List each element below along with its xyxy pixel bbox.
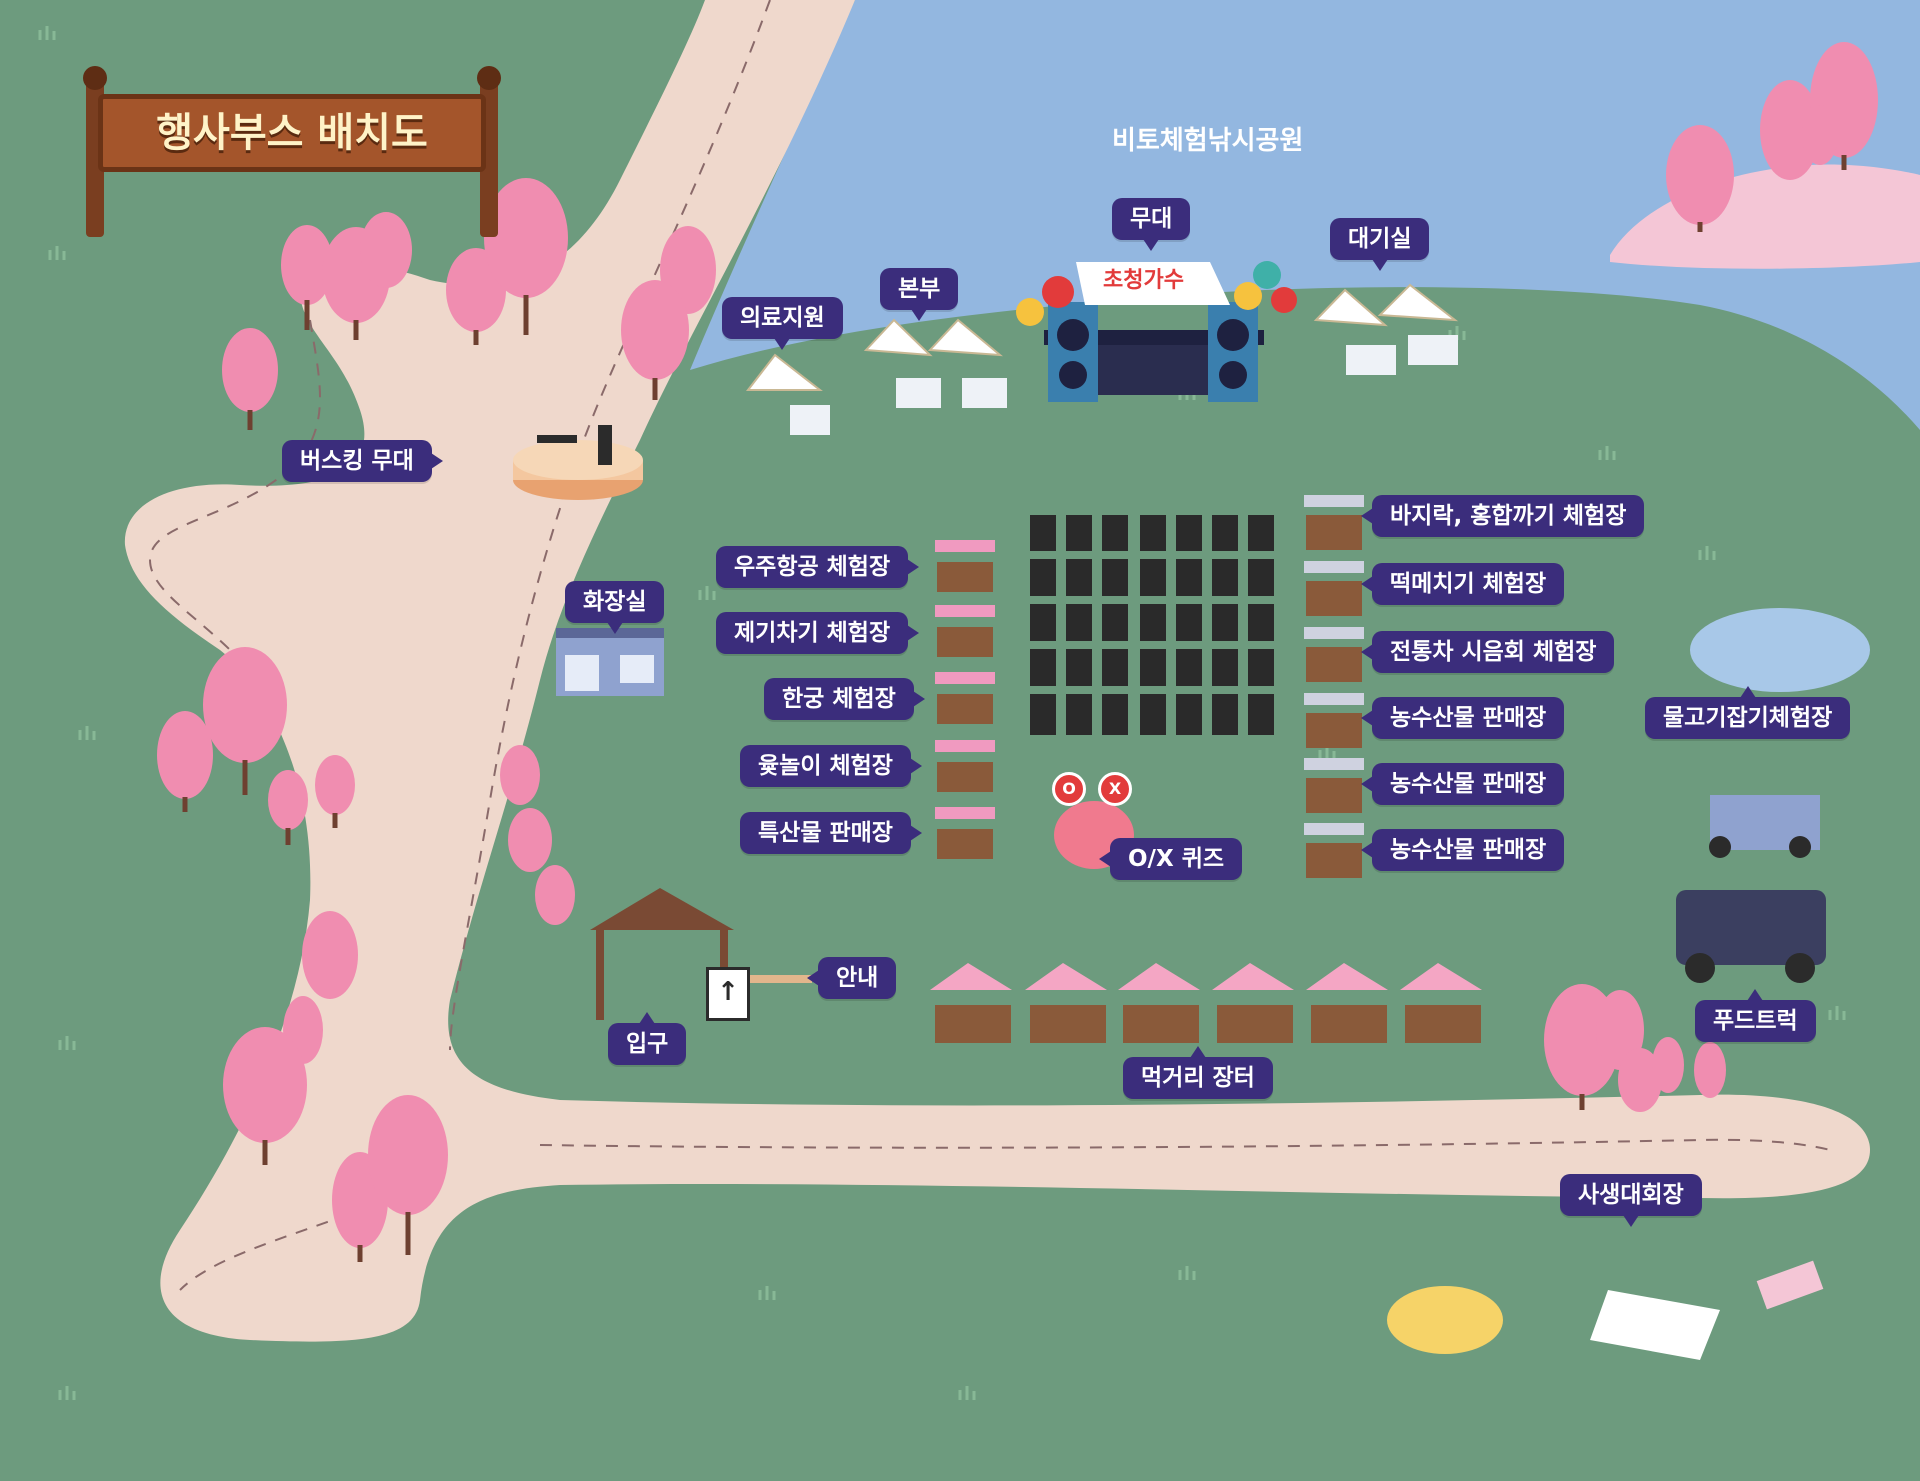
label-aerospace[interactable]: 우주항공 체험장 — [716, 546, 920, 588]
audience-chairs — [1030, 515, 1274, 735]
quiz-x-sign: X — [1098, 772, 1132, 806]
label-jegi[interactable]: 제기차기 체험장 — [716, 612, 920, 654]
event-signboard: 행사부스 배치도 — [83, 66, 501, 237]
stage-banner: 초청가수 — [1103, 268, 1184, 293]
label-tea[interactable]: 전통차 시음회 체험장 — [1360, 631, 1615, 673]
label-waiting[interactable]: 대기실 — [1330, 218, 1430, 271]
label-farm-1[interactable]: 농수산물 판매장 — [1360, 697, 1565, 739]
label-farm-2[interactable]: 농수산물 판매장 — [1360, 763, 1565, 805]
label-medical[interactable]: 의료지원 — [722, 297, 843, 350]
map-title: 행사부스 배치도 — [156, 110, 428, 156]
cherry-trees — [157, 42, 1878, 1262]
food-truck-large — [1676, 890, 1826, 965]
label-archery[interactable]: 한궁 체험장 — [764, 678, 925, 720]
fishing-pond — [1690, 608, 1870, 692]
label-specialty[interactable]: 특산물 판매장 — [740, 812, 922, 854]
entrance-gazebo — [590, 888, 734, 930]
label-food-truck[interactable]: 푸드트럭 — [1695, 989, 1816, 1042]
label-clam[interactable]: 바지락, 홍합까기 체험장 — [1360, 495, 1645, 537]
label-drawing[interactable]: 사생대회장 — [1560, 1174, 1702, 1227]
right-booths — [1304, 495, 1364, 878]
pink-island — [1610, 164, 1920, 269]
label-yut[interactable]: 윷놀이 체험장 — [740, 745, 922, 787]
park-name: 비토체험낚시공원 — [1112, 126, 1304, 156]
easel-canvas — [1590, 1290, 1720, 1360]
label-ox-quiz[interactable]: O/X 퀴즈 — [1098, 838, 1243, 880]
label-hq[interactable]: 본부 — [880, 268, 959, 321]
left-booths — [935, 540, 995, 859]
quiz-o-sign: O — [1052, 772, 1086, 806]
walking-path — [124, 0, 1870, 1342]
label-restroom[interactable]: 화장실 — [565, 581, 665, 634]
tents — [745, 283, 1459, 391]
entrance-arrow-icon: ↑ — [706, 967, 750, 1021]
paint-palette — [1387, 1286, 1503, 1354]
label-food-street[interactable]: 먹거리 장터 — [1123, 1046, 1273, 1099]
label-info[interactable]: 안내 — [806, 957, 897, 999]
label-stage[interactable]: 무대 — [1112, 198, 1191, 251]
label-rice-cake[interactable]: 떡메치기 체험장 — [1360, 563, 1565, 605]
lake-water — [690, 0, 1920, 430]
label-entrance[interactable]: 입구 — [608, 1012, 687, 1065]
label-farm-3[interactable]: 농수산물 판매장 — [1360, 829, 1565, 871]
food-stalls — [930, 963, 1482, 1043]
label-fishing[interactable]: 물고기잡기체험장 — [1645, 686, 1851, 739]
label-busking[interactable]: 버스킹 무대 — [282, 440, 443, 482]
